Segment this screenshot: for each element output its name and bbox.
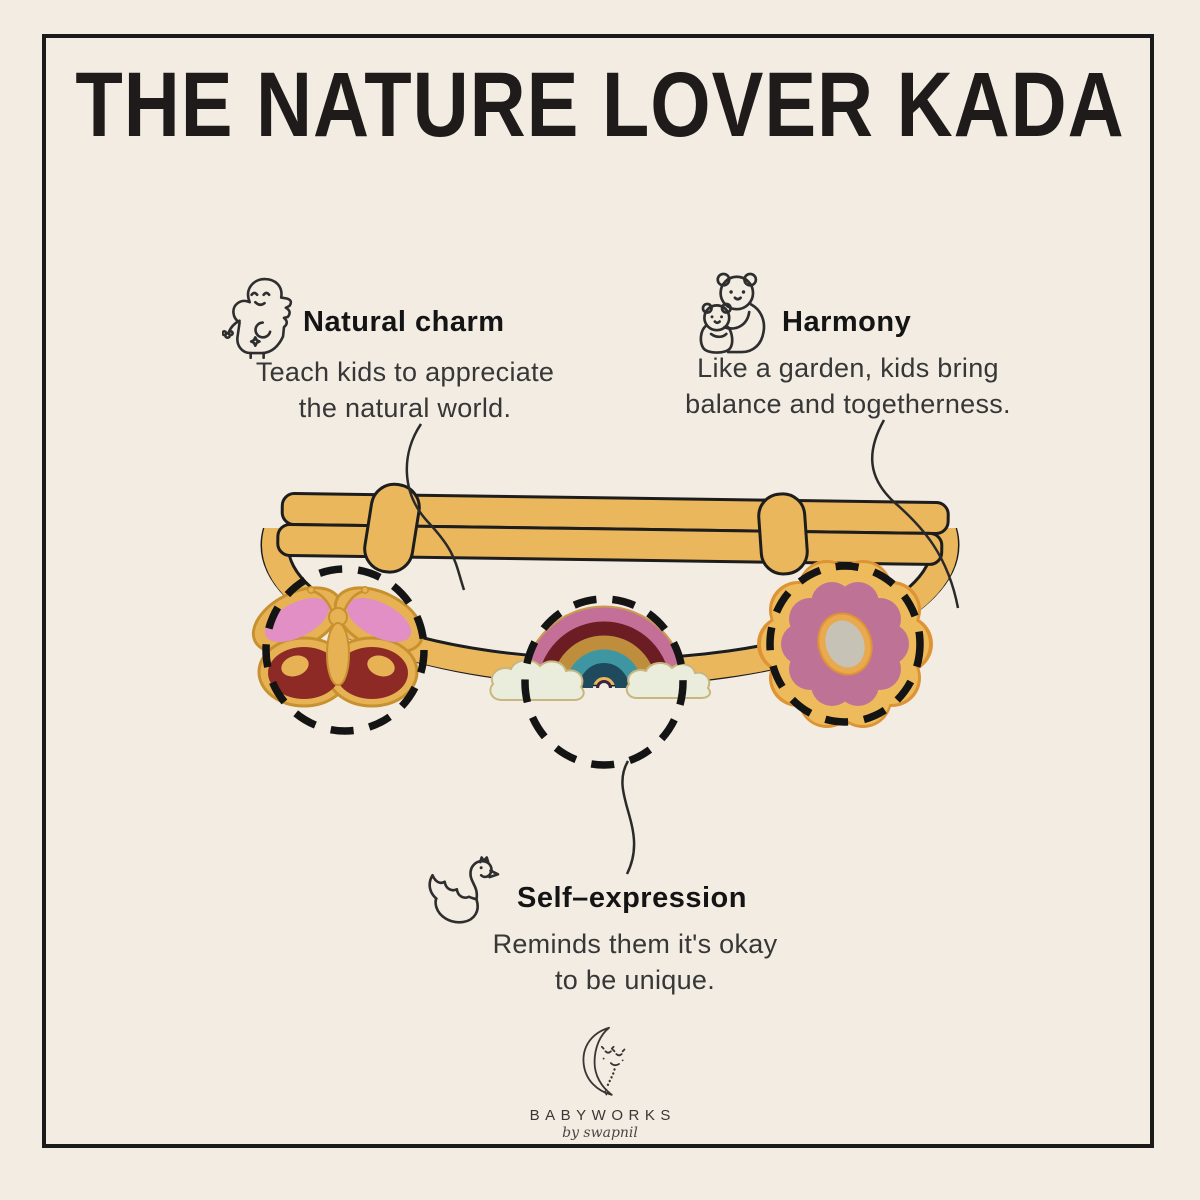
- highlight-circle-rainbow: [521, 595, 687, 769]
- dinosaur-with-flower-icon: [221, 274, 296, 365]
- connector-harmony: [871, 419, 960, 609]
- highlight-circle-flower: [766, 562, 924, 726]
- connector-self-expression: [621, 760, 636, 875]
- feature-body-line: to be unique.: [554, 965, 716, 995]
- feature-body: Reminds them it's okay to be unique.: [415, 926, 855, 998]
- brand-byline: by swapnil: [562, 1125, 638, 1141]
- feature-body-line: the natural world.: [298, 393, 512, 423]
- feature-title: Harmony: [782, 306, 912, 338]
- bear-hug-icon: [692, 268, 774, 363]
- feature-natural-charm: Natural charm Teach kids to appreciate t…: [215, 272, 595, 432]
- border-frame: [42, 34, 1154, 1148]
- feature-body: Teach kids to appreciate the natural wor…: [215, 354, 595, 426]
- bangle-clasp-right: [757, 492, 809, 576]
- feature-body-line: Like a garden, kids bring: [697, 353, 999, 383]
- feature-body-line: Teach kids to appreciate: [255, 357, 555, 387]
- flower-charm: [757, 560, 933, 728]
- feature-self-expression: Self–expression Reminds them it's okay t…: [415, 848, 855, 1008]
- bangle-clasp-left: [363, 482, 421, 574]
- feature-harmony: Harmony Like a garden, kids bring balanc…: [668, 268, 1028, 428]
- page-title: THE NATURE LOVER KADA: [75, 53, 1125, 156]
- feature-title: Self–expression: [517, 882, 747, 914]
- brand-logo: BABYWORKS by swapnil: [0, 1024, 1200, 1141]
- rainbow-charm: [489, 605, 711, 701]
- swan-icon: [426, 854, 512, 937]
- feature-body: Like a garden, kids bring balance and to…: [668, 350, 1028, 422]
- brand-name: BABYWORKS: [529, 1107, 676, 1124]
- crescent-moon-face-icon: [582, 1026, 626, 1096]
- connector-natural-charm: [405, 423, 466, 591]
- feature-title: Natural charm: [303, 306, 505, 338]
- highlight-circle-butterfly: [262, 565, 428, 735]
- butterfly-charm: [251, 586, 425, 708]
- feature-body-line: Reminds them it's okay: [492, 929, 778, 959]
- feature-body-line: balance and togetherness.: [685, 389, 1011, 419]
